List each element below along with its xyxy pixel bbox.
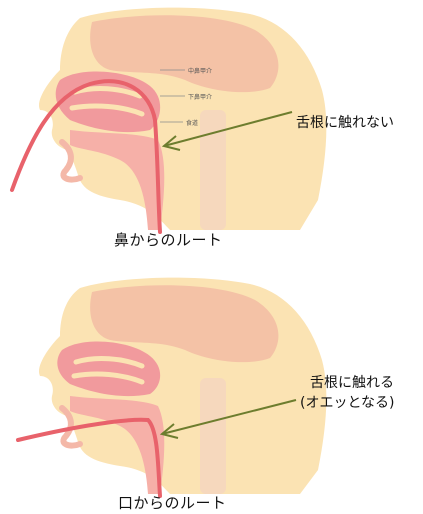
label-inferior-turbinate: 下鼻甲介: [188, 92, 212, 101]
label-esophagus: 食道: [186, 118, 198, 127]
oral-callout-line-1: 舌根に触れる: [310, 374, 394, 392]
nasal-callout-text: 舌根に触れない: [296, 114, 394, 132]
oral-route-illustration: [0, 270, 423, 514]
oral-route-panel: 舌根に触れる (オエッとなる) 口からのルート: [0, 270, 423, 514]
nasal-caption: 鼻からのルート: [114, 229, 223, 250]
nasal-route-panel: 中鼻甲介 下鼻甲介 食道 舌根に触れない 鼻からのルート: [0, 0, 423, 250]
oral-callout-line-2: (オエッとなる): [300, 394, 395, 412]
spine: [200, 110, 226, 230]
oral-caption: 口からのルート: [118, 492, 227, 513]
spine: [200, 378, 226, 494]
label-middle-turbinate: 中鼻甲介: [188, 66, 212, 75]
